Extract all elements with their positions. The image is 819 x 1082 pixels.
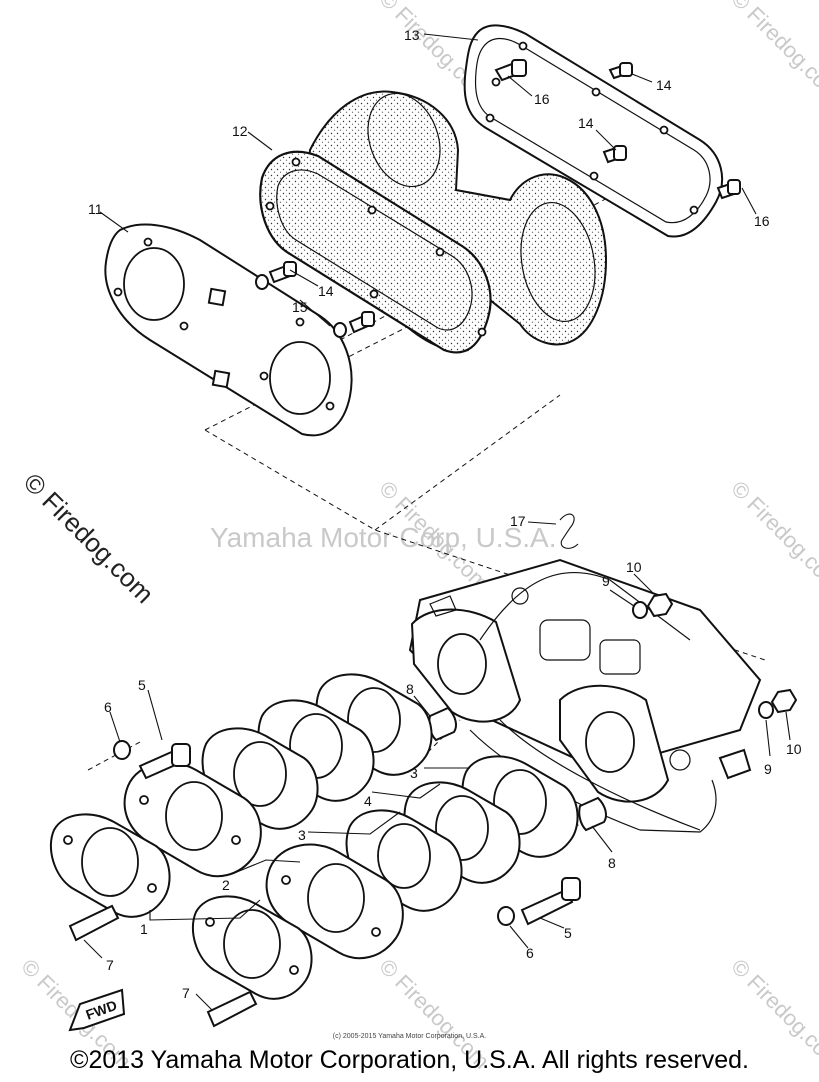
small-copyright: (c) 2005-2015 Yamaha Motor Corporation, …	[332, 1033, 487, 1040]
callout-8: 8	[608, 855, 616, 871]
part-12-case-body	[259, 90, 608, 354]
screw-14-mid	[602, 145, 627, 164]
callout-2: 2	[222, 877, 230, 893]
callout-1: 1	[140, 921, 148, 937]
watermark-text: Yamaha Motor Corp, U.S.A.	[210, 522, 557, 553]
leader-lines	[83, 33, 791, 1011]
carburetor-assembly	[408, 558, 762, 833]
watermark-text: © Firedog.com	[726, 0, 819, 106]
screws	[255, 59, 741, 338]
watermark-text: © Firedog.com	[726, 476, 819, 596]
callout-6: 6	[526, 945, 534, 961]
manifold-set	[49, 673, 579, 1000]
part-17-clip	[559, 513, 579, 549]
callout-16: 16	[534, 91, 550, 107]
screw-14-washer-15	[333, 311, 375, 338]
part-11-gasket	[104, 223, 353, 437]
callout-4: 4	[364, 793, 372, 809]
callout-5: 5	[564, 925, 572, 941]
part-13-case-cover	[463, 24, 724, 238]
callout-3: 3	[298, 827, 306, 843]
callouts: 13 12 11 16 14 14 16 14 15 17 9 10 8 9 1…	[88, 27, 802, 1001]
callout-8: 8	[406, 681, 414, 697]
callout-11: 11	[88, 201, 103, 217]
callout-3: 3	[410, 765, 418, 781]
callout-16: 16	[754, 213, 770, 229]
callout-10: 10	[786, 741, 802, 757]
callout-15: 15	[292, 299, 308, 315]
callout-5: 5	[138, 677, 146, 693]
callout-9: 9	[764, 761, 772, 777]
washers-nuts	[632, 592, 798, 719]
screw-14-top	[608, 62, 633, 80]
callout-14: 14	[318, 283, 334, 299]
callout-10: 10	[626, 559, 642, 575]
fwd-marker: FWD	[68, 988, 126, 1032]
watermark-text: © Firedog.com	[18, 467, 160, 609]
screw-16-right	[716, 179, 741, 200]
callout-9: 9	[602, 573, 610, 589]
callout-7: 7	[182, 985, 190, 1001]
callout-12: 12	[232, 123, 248, 139]
callout-13: 13	[404, 27, 420, 43]
copyright-notice: ©2013 Yamaha Motor Corporation, U.S.A. A…	[70, 1046, 749, 1074]
screw-14-left	[255, 261, 297, 290]
callout-6: 6	[104, 699, 112, 715]
callout-14: 14	[578, 115, 594, 131]
fasteners	[68, 740, 581, 1028]
callout-7: 7	[106, 957, 114, 973]
screw-16-top	[494, 59, 527, 82]
callout-17: 17	[510, 513, 526, 529]
callout-14: 14	[656, 77, 672, 93]
